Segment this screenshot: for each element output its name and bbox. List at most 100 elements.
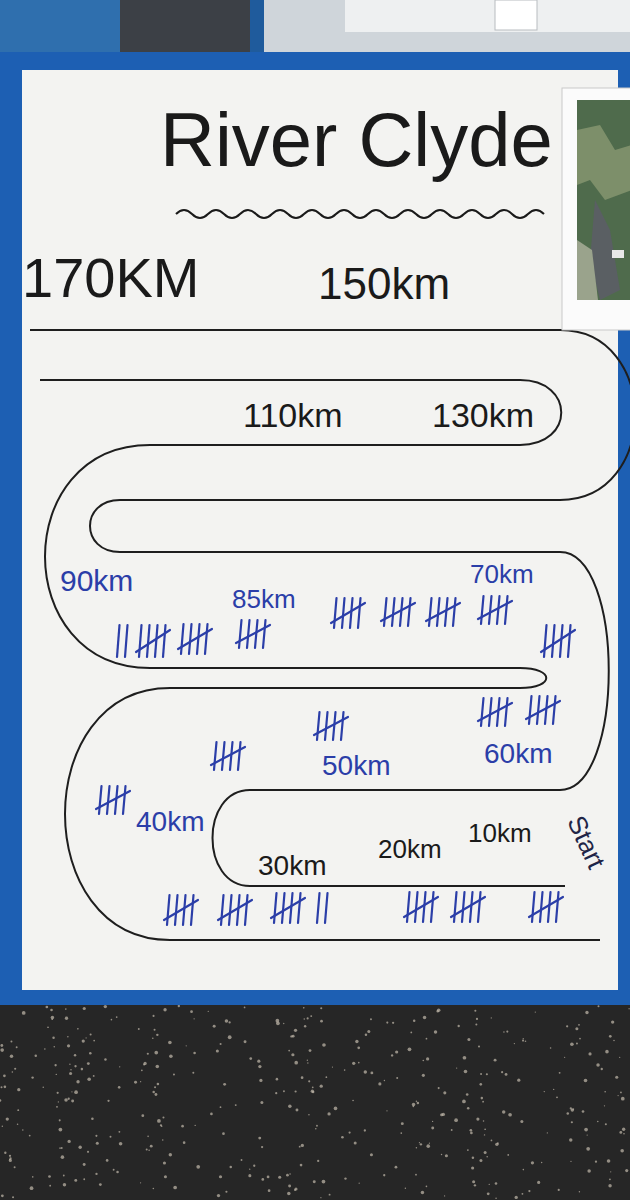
floor-speckle — [17, 1109, 19, 1111]
floor-speckle — [558, 1189, 560, 1191]
floor-speckle — [391, 1054, 393, 1056]
floor-speckle — [258, 1065, 261, 1068]
map-land — [577, 240, 598, 300]
floor-speckle — [487, 1192, 490, 1195]
tally-stroke — [255, 620, 258, 648]
floor-speckle — [82, 1039, 85, 1042]
floor-speckle — [78, 1146, 81, 1149]
tally-stroke — [230, 742, 233, 770]
floor-speckle — [322, 1180, 326, 1184]
floor-speckle — [523, 1038, 524, 1039]
tally-stroke — [505, 596, 508, 624]
floor-speckle — [235, 1104, 237, 1106]
floor-speckle — [520, 1120, 523, 1123]
tally-stroke — [197, 624, 200, 654]
floor-speckle — [475, 1024, 477, 1026]
floor-speckle — [118, 1131, 120, 1133]
tally-stroke — [183, 895, 186, 925]
floor-speckle — [83, 1178, 85, 1180]
floor-speckle — [470, 1132, 473, 1135]
floor-speckle — [169, 1153, 172, 1156]
floor-speckle — [152, 1091, 155, 1094]
pinned-paper — [562, 88, 630, 330]
floor-speckle — [601, 1068, 603, 1070]
tally-stroke — [560, 625, 563, 657]
floor-speckle — [163, 1161, 166, 1164]
floor-speckle — [217, 1194, 220, 1197]
tally-stroke — [189, 624, 192, 654]
floor-speckle — [59, 1147, 61, 1149]
floor-speckle — [308, 1114, 310, 1116]
light-switch — [495, 0, 537, 30]
floor-speckle — [463, 1056, 467, 1060]
floor-speckle — [192, 1072, 194, 1074]
floor-speckle — [160, 1124, 162, 1126]
tally-stroke — [155, 625, 158, 657]
floor-speckle — [301, 1144, 304, 1147]
floor-speckle — [514, 1043, 515, 1044]
floor-speckle — [400, 1132, 402, 1134]
floor-speckle — [570, 1161, 571, 1162]
tally-stroke — [325, 712, 328, 740]
floor-speckle — [474, 1184, 476, 1186]
floor-speckle — [405, 1187, 406, 1188]
floor-speckle — [587, 1134, 588, 1135]
floor-speckle — [32, 1176, 34, 1178]
floor-speckle — [140, 1182, 141, 1183]
floor-speckle — [587, 1169, 591, 1173]
floor-speckle — [63, 1175, 65, 1177]
tally-stroke — [481, 698, 484, 726]
floor-speckle — [584, 1079, 588, 1083]
floor-speckle — [300, 1164, 303, 1167]
floor-speckle — [585, 1011, 588, 1014]
tally-stroke — [164, 900, 198, 920]
floor-speckle — [440, 1113, 443, 1116]
floor-speckle — [87, 1077, 91, 1081]
floor-speckle — [96, 1142, 99, 1145]
floor-speckle — [48, 1175, 51, 1178]
floor-speckle — [481, 1097, 484, 1100]
floor-speckle — [47, 1026, 49, 1028]
floor-speckle — [528, 1190, 530, 1192]
floor-speckles — [0, 1005, 630, 1199]
floor-speckle — [431, 1126, 434, 1129]
tally-stroke — [239, 620, 242, 648]
tally-stroke — [263, 620, 266, 648]
floor-speckle — [56, 1106, 58, 1108]
floor-speckle — [410, 1031, 412, 1033]
floor-speckle — [622, 1128, 625, 1131]
satellite-map — [577, 100, 630, 300]
floor-speckle — [480, 1073, 482, 1075]
floor — [0, 1000, 630, 1200]
floor-speckle — [584, 1128, 588, 1132]
floor-speckle — [56, 1074, 57, 1075]
floor-speckle — [104, 1005, 107, 1008]
floor-speckle — [310, 1015, 312, 1017]
floor-speckle — [147, 1053, 149, 1055]
floor-speckle — [395, 1050, 398, 1053]
floor-speckle — [426, 1038, 428, 1040]
floor-speckle — [58, 1101, 59, 1102]
floor-speckle — [544, 1091, 545, 1092]
tally-stroke — [178, 629, 212, 649]
floor-speckle — [267, 1176, 270, 1179]
floor-speckle — [299, 1146, 301, 1148]
floor-speckle — [241, 1159, 243, 1161]
tally-stroke — [407, 892, 410, 922]
floor-speckle — [438, 1087, 440, 1089]
floor-speckle — [495, 1143, 498, 1146]
floor-speckle — [67, 1036, 69, 1038]
floor-speckle — [567, 1112, 570, 1115]
floor-speckle — [35, 1055, 37, 1057]
floor-speckle — [138, 1028, 140, 1030]
floor-speckle — [70, 1069, 71, 1070]
floor-speckle — [396, 1077, 398, 1079]
tally-stroke — [529, 696, 532, 724]
tally-stroke — [245, 895, 248, 925]
floor-speckle — [329, 1194, 331, 1196]
floor-speckle — [10, 1040, 12, 1042]
floor-speckle — [412, 1103, 415, 1106]
floor-speckle — [517, 1079, 520, 1082]
floor-speckle — [556, 1096, 558, 1098]
tally-stroke — [445, 598, 448, 626]
